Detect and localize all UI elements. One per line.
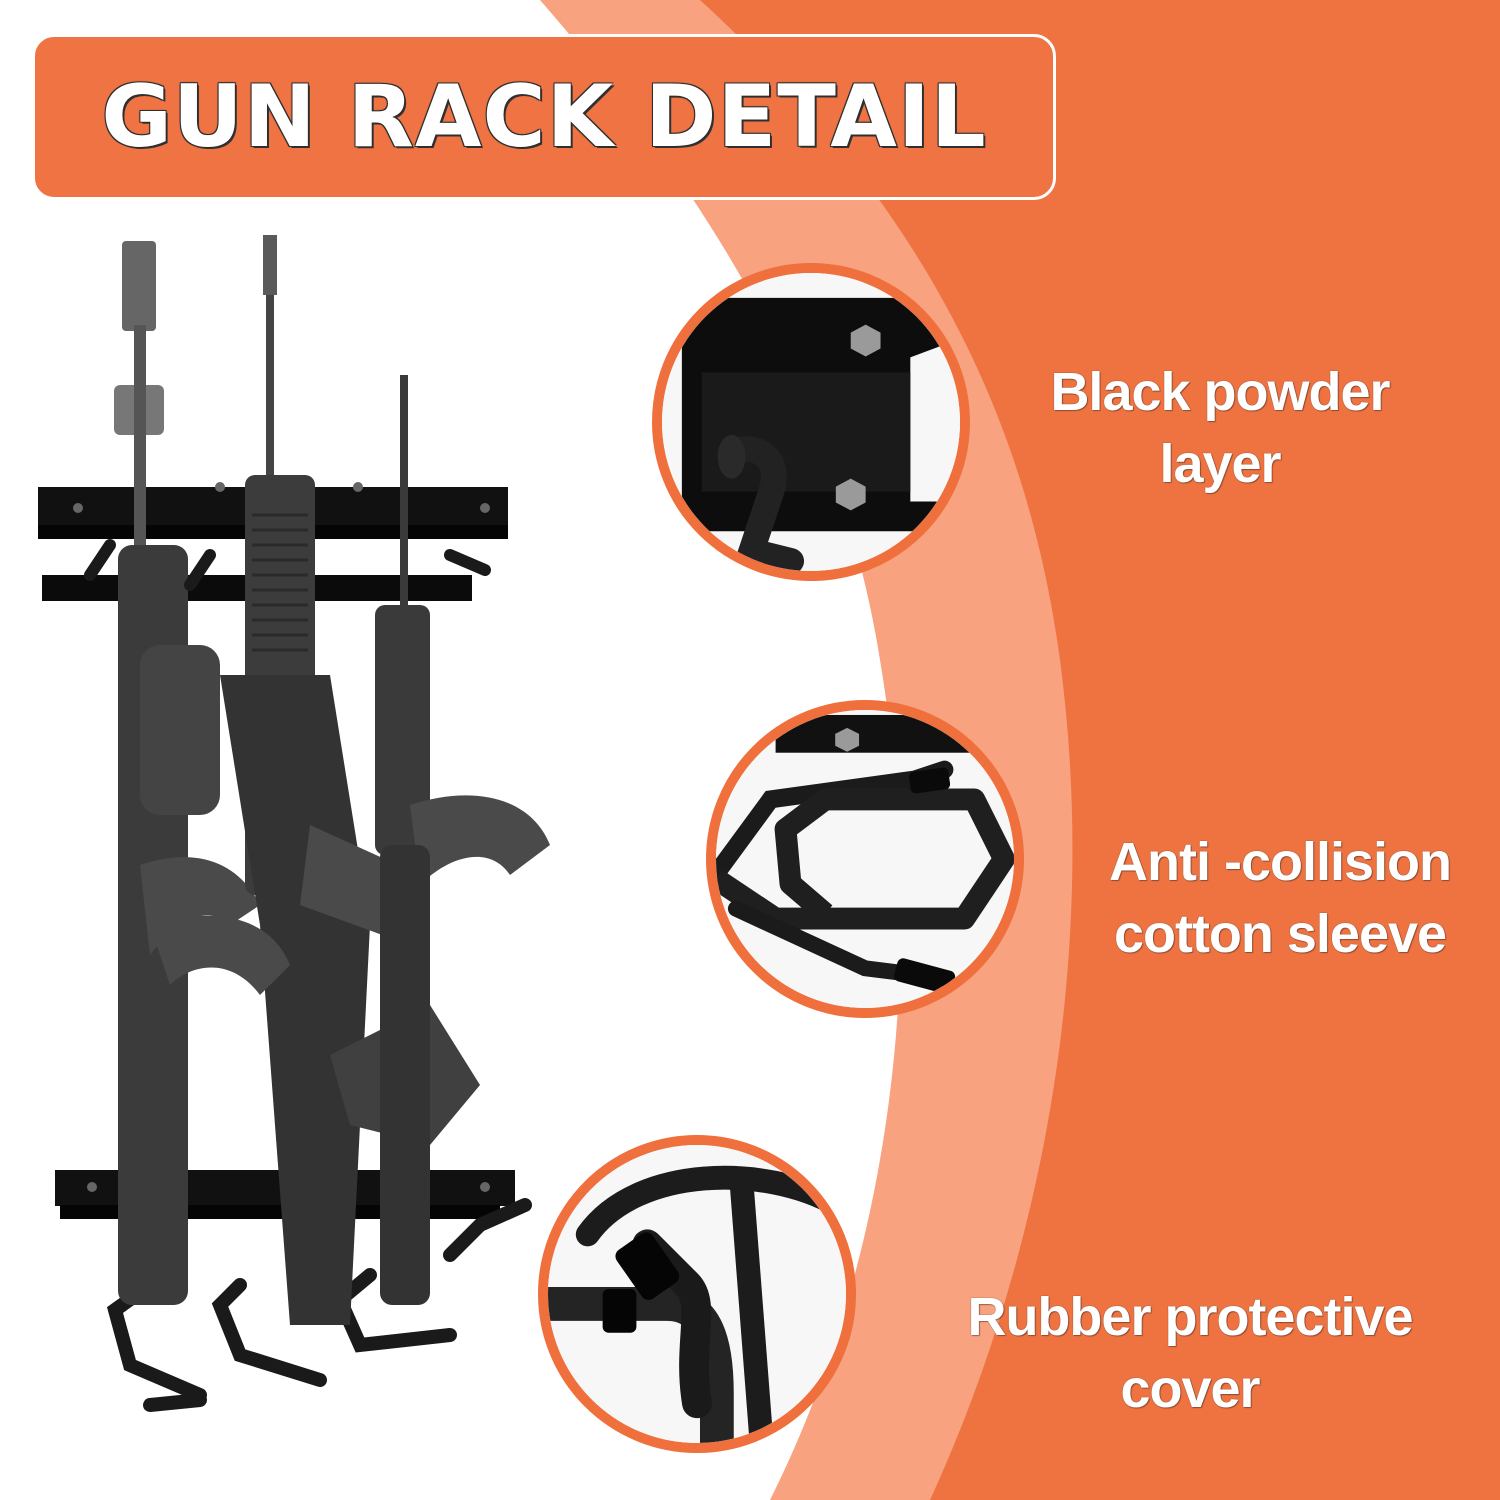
top-hooks: [84, 539, 491, 591]
detail-circle-cotton-sleeve: [706, 700, 1024, 1018]
feature-label-line: Rubber protective: [967, 1287, 1413, 1347]
gun-rack-illustration: [38, 235, 550, 1412]
feature-label-powder-layer: Black powder layer: [1010, 356, 1430, 500]
magazine: [150, 915, 290, 995]
powder-layer-closeup: [662, 273, 960, 571]
detail-circle-rubber-cover: [538, 1135, 856, 1453]
rubber-cover-closeup: [548, 1145, 846, 1443]
right-rifle: [375, 375, 550, 1305]
left-rifle: [114, 241, 260, 1305]
title-banner: [32, 34, 1056, 200]
feature-label-line: cotton sleeve: [1113, 904, 1447, 964]
feature-label-line: Black powder: [1050, 362, 1390, 422]
feature-label-line: layer: [1159, 434, 1281, 494]
center-rifle: [220, 235, 480, 1325]
feature-label-line: cover: [1120, 1359, 1260, 1419]
detail-circle-powder-layer: [652, 263, 970, 581]
cotton-sleeve-closeup: [716, 710, 1014, 1008]
feature-label-cotton-sleeve: Anti -collision cotton sleeve: [1070, 826, 1490, 970]
feature-label-rubber-cover: Rubber protective cover: [940, 1281, 1440, 1425]
feature-label-line: Anti -collision: [1109, 832, 1452, 892]
page-title: GUN RACK DETAIL: [101, 67, 987, 167]
